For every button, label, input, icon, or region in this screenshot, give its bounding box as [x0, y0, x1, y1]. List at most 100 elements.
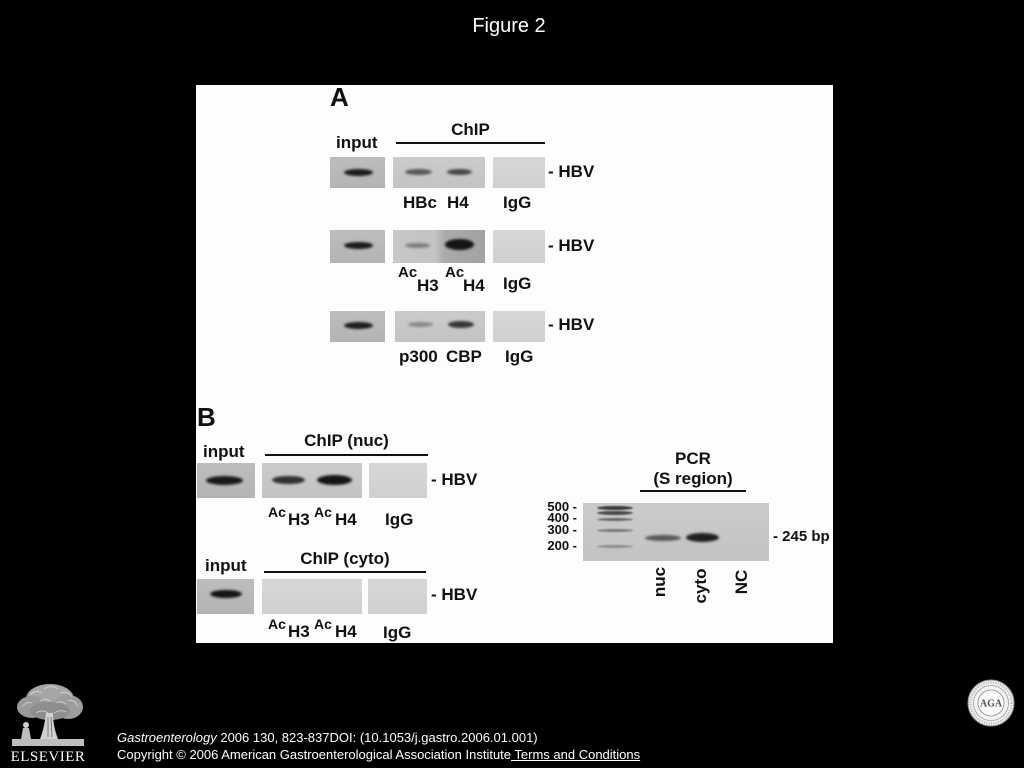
panel-b-input-label: input	[203, 442, 245, 461]
lane-label: HBc	[403, 193, 438, 212]
hbv-marker: - HBV	[548, 315, 595, 334]
figure-image: A input ChIP - HBV HBc H4 IgG - HBV Ac H…	[196, 85, 833, 643]
citation-line: Gastroenterology 2006 130, 823-837DOI: (…	[117, 730, 538, 746]
ladder-band	[597, 511, 633, 515]
gel-lane-igg	[493, 311, 545, 342]
lane-label-prefix: Ac	[398, 264, 418, 281]
tree-canopy	[17, 684, 83, 720]
size-marker: 400 -	[547, 510, 577, 525]
ladder-band	[597, 529, 633, 532]
lane-label-prefix: Ac	[314, 504, 332, 520]
lane-label: H3	[288, 622, 310, 641]
lane-label: H4	[463, 276, 485, 295]
seal-monogram: AGA	[980, 699, 1003, 710]
gel-band	[405, 169, 432, 175]
hbv-marker: - HBV	[431, 585, 478, 604]
lane-label-prefix: Ac	[268, 616, 286, 632]
gel-lane-igg	[493, 157, 545, 188]
gel-band	[445, 239, 474, 250]
lane-label-prefix: Ac	[445, 264, 465, 281]
pcr-lane-label: nuc	[650, 566, 669, 598]
ground	[12, 739, 84, 746]
gel-lane-igg	[369, 463, 427, 498]
ladder-band	[597, 518, 633, 521]
lane-label: IgG	[505, 347, 534, 366]
pcr-rule	[640, 490, 746, 492]
lane-label-prefix: Ac	[314, 616, 332, 632]
lane-label: IgG	[503, 274, 532, 293]
gel-lane-chip	[395, 311, 485, 342]
lane-label-prefix: Ac	[268, 504, 286, 520]
lane-label: IgG	[383, 623, 412, 642]
panel-a-label: A	[330, 85, 349, 112]
gel-lane-chip	[393, 157, 485, 188]
size-marker: 200 -	[547, 538, 577, 553]
gel-band	[206, 476, 243, 485]
panel-b-label: B	[197, 402, 216, 432]
gel-band-nuc	[645, 535, 681, 541]
gel-lane-input	[197, 579, 254, 614]
seal-inner-ring	[977, 689, 1005, 717]
tree-trunk	[40, 713, 58, 739]
gel-band	[210, 590, 242, 598]
gel-lane-chip	[262, 463, 362, 498]
product-size-marker: - 245 bp	[773, 528, 830, 545]
panel-a-input-label: input	[336, 133, 378, 152]
copyright-text: Copyright © 2006 American Gastroenterolo…	[117, 747, 512, 762]
lane-label: H3	[288, 510, 310, 529]
panel-b-input-label: input	[205, 556, 247, 575]
seal-middle-ring	[973, 685, 1009, 721]
lane-label: H4	[335, 622, 357, 641]
ladder-band	[597, 506, 633, 510]
scholar-figure	[21, 722, 31, 739]
gel-lane-input	[330, 157, 385, 188]
pcr-subtitle: (S region)	[653, 469, 733, 488]
lane-label: p300	[399, 347, 438, 366]
slide-title: Figure 2	[472, 15, 546, 37]
lane-label: IgG	[503, 193, 532, 212]
gel-band	[405, 243, 430, 248]
gel-band	[344, 242, 373, 249]
gel-lane-input	[330, 311, 385, 342]
gel-band	[447, 169, 472, 175]
gel-band	[272, 476, 305, 484]
lane-label: IgG	[385, 510, 414, 529]
lane-label: H4	[335, 510, 357, 529]
pcr-lane-label: cyto	[691, 568, 710, 604]
gel-band	[448, 321, 474, 328]
gel-band	[344, 169, 373, 176]
lane-label: H3	[417, 276, 439, 295]
pcr-gel	[583, 503, 769, 561]
gel-band	[317, 475, 352, 485]
gel-lane-input	[330, 230, 385, 263]
ladder-band	[597, 545, 633, 548]
pcr-title: PCR	[675, 449, 711, 468]
gel-lane-igg	[493, 230, 545, 263]
panel-a-chip-rule	[396, 142, 545, 144]
gel-lane-igg	[368, 579, 427, 614]
chip-nuc-label: ChIP (nuc)	[304, 431, 389, 450]
terms-and-conditions-link[interactable]: Terms and Conditions	[511, 747, 641, 762]
chip-nuc-rule	[265, 454, 428, 456]
gel-lane-chip	[393, 230, 485, 263]
lane-label: CBP	[446, 347, 482, 366]
chip-cyto-rule	[264, 571, 426, 573]
size-marker: 500 -	[547, 499, 577, 514]
panel-a-chip-label: ChIP	[451, 120, 490, 139]
hbv-marker: - HBV	[548, 162, 595, 181]
pcr-lane-label: NC	[732, 569, 751, 595]
seal-lettering-ring	[969, 681, 1013, 725]
aga-seal-logo: AGA	[967, 679, 1015, 727]
gel-band-cyto	[686, 533, 719, 542]
citation-details: 2006 130, 823-837DOI: (10.1053/j.gastro.…	[216, 730, 538, 745]
size-marker: 300 -	[547, 522, 577, 537]
elsevier-tree-logo	[12, 684, 84, 746]
gel-band	[408, 322, 433, 327]
lane-label: H4	[447, 193, 469, 212]
hbv-marker: - HBV	[548, 236, 595, 255]
gel-lane-input	[197, 463, 255, 498]
gel-lane-chip	[262, 579, 362, 614]
journal-name: Gastroenterology	[117, 730, 217, 745]
chip-cyto-label: ChIP (cyto)	[300, 549, 390, 568]
copyright-line: Copyright © 2006 American Gastroenterolo…	[117, 747, 640, 763]
